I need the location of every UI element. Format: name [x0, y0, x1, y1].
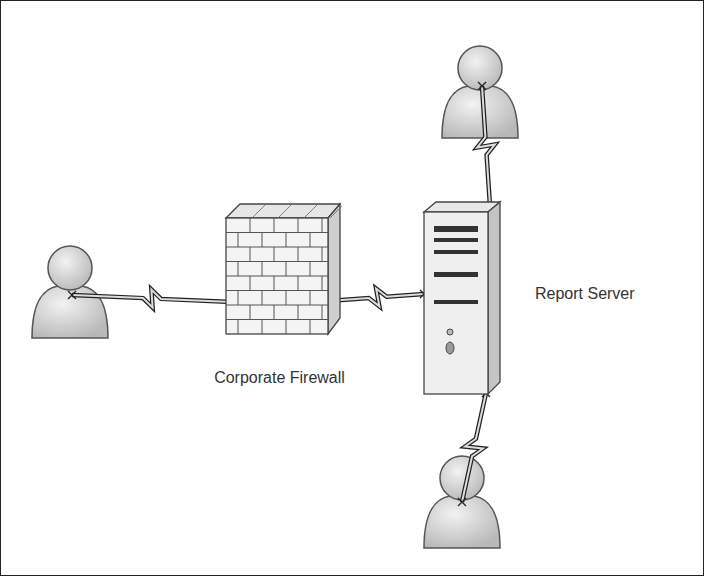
node-label: Corporate Firewall	[214, 368, 345, 387]
brick-joint	[285, 291, 286, 306]
brick-joint	[330, 204, 342, 218]
brick-joint	[321, 305, 322, 320]
brick-joint	[237, 291, 238, 306]
user-wire	[477, 82, 495, 210]
brick-joint	[273, 305, 274, 320]
wire-core	[462, 393, 486, 502]
brick-joint	[309, 262, 310, 277]
power-button	[446, 342, 454, 354]
brick-joint	[261, 233, 262, 248]
drive-bay	[434, 272, 478, 277]
drive-bay	[434, 300, 478, 304]
brick-line	[226, 261, 328, 262]
drive-bay	[434, 238, 478, 242]
drive-bay	[434, 250, 478, 254]
brick-joint	[321, 276, 322, 291]
end-cross	[68, 291, 76, 299]
brick-joint	[278, 204, 292, 218]
brick-joint	[273, 276, 274, 291]
end-cross	[458, 498, 466, 506]
tower-side	[488, 202, 500, 394]
wall-side	[328, 204, 340, 334]
brick-joint	[321, 247, 322, 262]
brick-line	[226, 276, 328, 277]
wire-core	[477, 86, 495, 206]
brick-joint	[285, 262, 286, 277]
brick-joint	[309, 233, 310, 248]
brick-joint	[273, 247, 274, 262]
brick-line	[226, 290, 328, 291]
user-icon	[424, 456, 500, 548]
brick-joint	[261, 262, 262, 277]
brick-joint	[304, 204, 318, 218]
end-cross	[478, 82, 486, 90]
brick-line	[226, 247, 328, 248]
user-wire	[458, 389, 490, 506]
network-link	[328, 289, 429, 307]
brick-joint	[249, 247, 250, 262]
brick-line	[226, 319, 328, 320]
brick-joint	[261, 291, 262, 306]
user-icon	[442, 46, 518, 138]
brick-joint	[297, 305, 298, 320]
brick-joint	[252, 204, 266, 218]
brick-joint	[285, 320, 286, 335]
brick-joint	[249, 276, 250, 291]
brick-line	[226, 232, 328, 233]
brick-joint	[297, 276, 298, 291]
wire-outline	[477, 86, 495, 206]
brick-joint	[249, 305, 250, 320]
node-label: Report Server	[535, 284, 635, 303]
brick-joint	[297, 247, 298, 262]
firewall-node: Corporate Firewall	[212, 200, 347, 391]
brick-joint	[273, 218, 274, 233]
brick-joint	[309, 291, 310, 306]
brick-line	[226, 305, 328, 306]
brick-joint	[321, 218, 322, 233]
brick-joint	[309, 320, 310, 335]
server-picture	[420, 200, 502, 396]
wire-core	[332, 289, 425, 307]
brick-joint	[237, 262, 238, 277]
drive-bay	[434, 226, 478, 232]
user-wire	[68, 289, 236, 307]
wire-outline	[462, 393, 486, 502]
brick-joint	[237, 320, 238, 335]
brick-joint	[261, 320, 262, 335]
firewall-picture	[218, 200, 342, 340]
user-icon	[32, 246, 108, 338]
wall-front	[226, 218, 328, 334]
led	[447, 329, 453, 335]
tower-top	[424, 202, 500, 212]
brick-joint	[285, 233, 286, 248]
server-node: Report Server	[420, 200, 639, 396]
brick-joint	[237, 233, 238, 248]
wall-top	[226, 204, 340, 218]
wire-outline	[332, 289, 425, 307]
brick-joint	[249, 218, 250, 233]
wire-core	[72, 289, 232, 307]
brick-joint	[297, 218, 298, 233]
tower-front	[424, 212, 488, 394]
wire-outline	[72, 289, 232, 307]
